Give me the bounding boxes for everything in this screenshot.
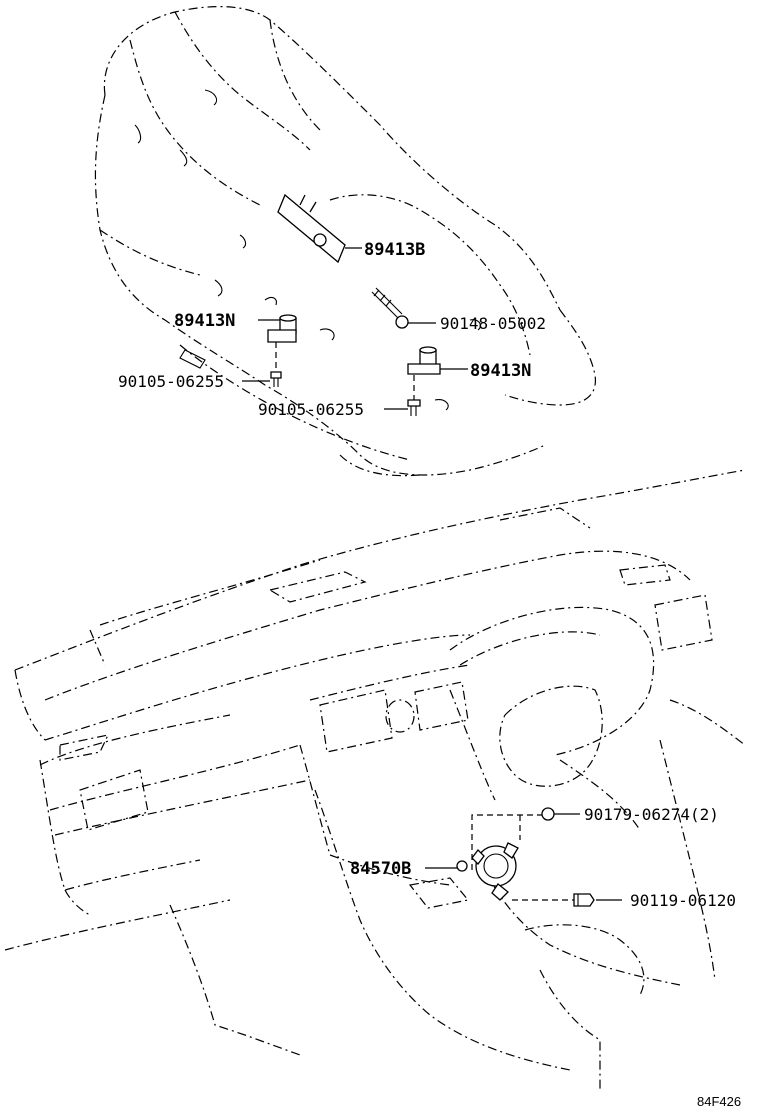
callout-89413B: 89413B <box>364 240 425 260</box>
callout-90105-06255-right: 90105-06255 <box>258 400 364 419</box>
dashboard-outline <box>4 469 746 1090</box>
transmission-housing <box>94 6 596 477</box>
solenoid-89413B <box>277 193 362 264</box>
callout-89413N-left: 89413N <box>174 311 235 331</box>
callout-90105-06255-left: 90105-06255 <box>118 372 224 391</box>
sensor-89413N-left <box>258 314 297 372</box>
nut-90179-06274 <box>471 807 580 870</box>
bolt-90119-06120 <box>512 893 622 907</box>
callout-84570B: 84570B <box>350 859 411 879</box>
callout-90179-06274: 90179-06274(2) <box>584 805 719 824</box>
bolt-90148-05002 <box>371 287 436 329</box>
sensor-84570B <box>425 842 519 901</box>
callout-90148-05002: 90148-05002 <box>440 314 546 333</box>
callout-89413N-right: 89413N <box>470 361 531 381</box>
callout-90119-06120: 90119-06120 <box>630 891 736 910</box>
bolt-90105-06255-left <box>242 371 282 387</box>
bolt-90105-06255-right <box>384 399 421 416</box>
figure-reference-code: 84F426 <box>697 1094 741 1109</box>
sensor-89413N-right <box>407 346 468 400</box>
